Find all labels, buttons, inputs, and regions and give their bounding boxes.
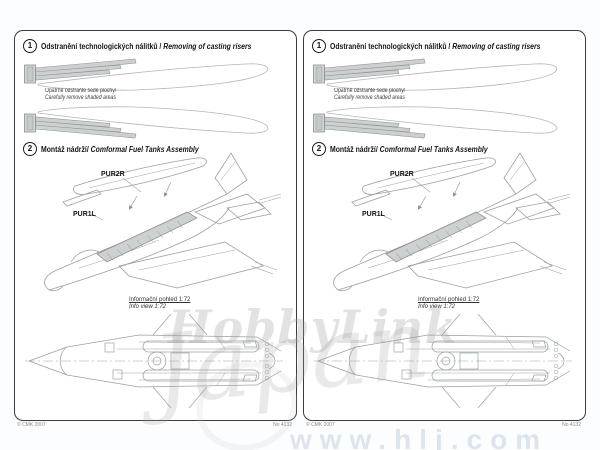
step-1-heading: Odstranění technologických nálitků / Rem… [41,41,252,51]
info-view-czech: Informační pohled 1:72 [418,297,480,303]
copyright-note: © CMK 2007 [306,422,335,428]
cft-part-drawing-top [23,58,279,92]
step-1-title-czech: Odstranění technologických nálitků / [330,41,451,51]
copyright-note: © CMK 2007 [17,422,46,428]
instruction-page-left: 1 Odstranění technologických nálitků / R… [14,30,297,428]
step-1-row: 1 Odstranění technologických nálitků / R… [23,39,304,53]
cft-part-drawing-bottom [23,105,279,139]
step-2-row: 2 Montáž nádrží/ Comformal Fuel Tanks As… [23,142,238,156]
caution-english: Carefully remove shaded areas [45,95,116,101]
step-1-title-czech: Odstranění technologických nálitků / [41,41,162,51]
sheet-number: No 4132 [273,422,292,428]
step-1-number: 1 [312,39,326,53]
part-label-pur1l: PUR1L [362,211,385,218]
part-label-pur1l: PUR1L [73,211,96,218]
step-1-title-english: Removing of casting risers [452,41,541,51]
step-1-heading: Odstranění technologických nálitků / Rem… [330,41,541,51]
step-2-row: 2 Montáž nádrží/ Comformal Fuel Tanks As… [312,142,527,156]
instruction-page-right: 1 Odstranění technologických nálitků / R… [303,30,586,428]
info-view-english: Info view 1:72 [129,304,167,310]
caution-english: Carefully remove shaded areas [334,95,405,101]
info-view-english: Info view 1:72 [418,304,456,310]
f16-assembly-drawing [308,150,574,298]
step-2-title-czech: Montáž nádrží/ [41,144,89,154]
cft-part-drawing-bottom [312,105,568,139]
bottom-view-drawing [21,312,287,410]
part-label-pur2r: PUR2R [390,171,414,178]
removal-caution: Opatrně odstraňte šedé plochy/ Carefully… [45,88,116,102]
step-2-title-czech: Montáž nádrží/ [330,144,378,154]
step-2-number: 2 [23,142,37,156]
step-1-number: 1 [23,39,37,53]
info-view-caption: Informační pohled 1:72 Info view 1:72 [129,297,190,311]
sheet-number: No 4132 [562,422,581,428]
step-2-title-english: Comformal Fuel Tanks Assembly [379,144,488,154]
bottom-view-drawing [310,312,576,410]
step-2-heading: Montáž nádrží/ Comformal Fuel Tanks Asse… [330,144,488,154]
step-2-heading: Montáž nádrží/ Comformal Fuel Tanks Asse… [41,144,199,154]
info-view-czech: Informační pohled 1:72 [129,297,191,303]
f16-assembly-drawing [19,150,285,298]
cft-part-drawing-top [312,58,568,92]
step-2-number: 2 [312,142,326,156]
step-1-title-english: Removing of casting risers [163,41,252,51]
part-label-pur2r: PUR2R [101,171,125,178]
step-2-title-english: Comformal Fuel Tanks Assembly [90,144,199,154]
caution-czech: Opatrně odstraňte šedé plochy/ [45,88,117,94]
removal-caution: Opatrně odstraňte šedé plochy/ Carefully… [334,88,405,102]
caution-czech: Opatrně odstraňte šedé plochy/ [334,88,406,94]
step-1-row: 1 Odstranění technologických nálitků / R… [312,39,593,53]
info-view-caption: Informační pohled 1:72 Info view 1:72 [418,297,479,311]
